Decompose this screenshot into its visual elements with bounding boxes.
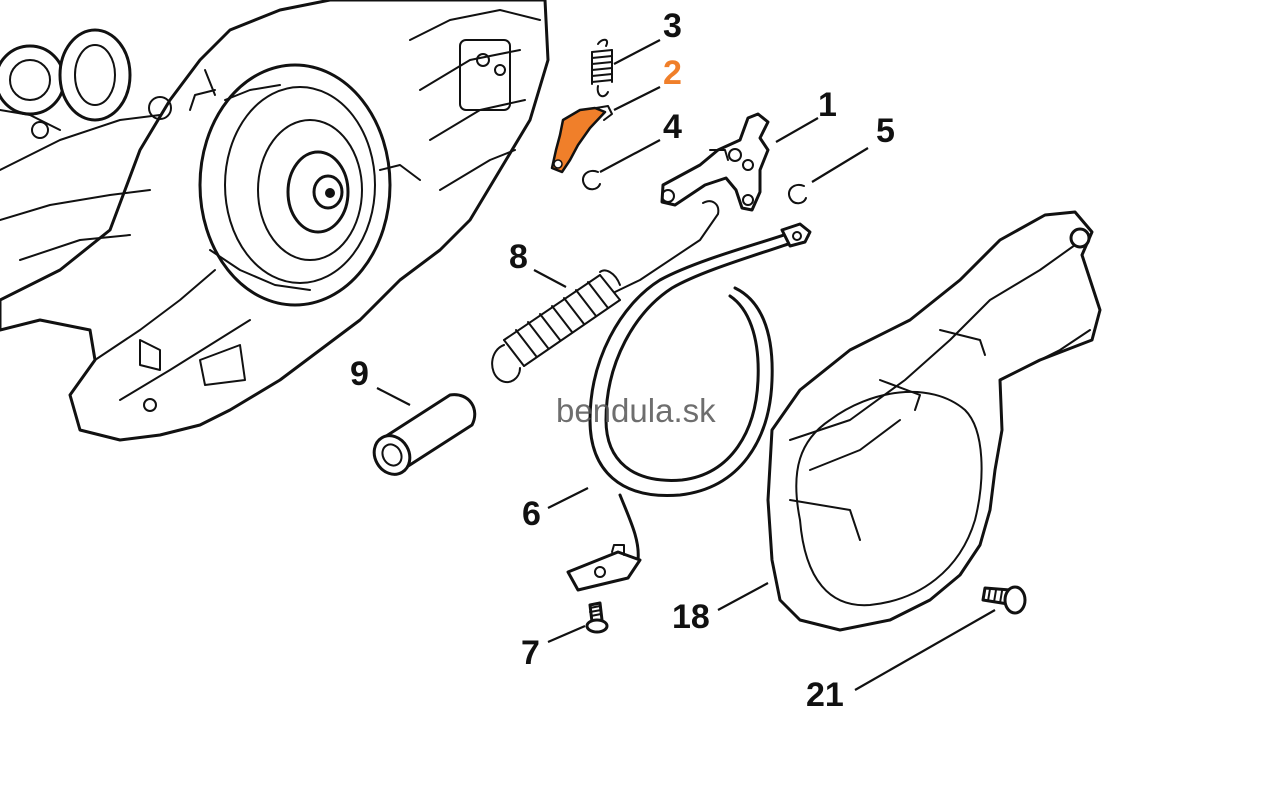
- leader-18: [717, 582, 769, 611]
- leader-2: [613, 86, 661, 111]
- part-1-brake-lever: [660, 112, 770, 212]
- part-21-bolt: [981, 585, 1027, 615]
- part-4-circlip: [582, 170, 601, 191]
- leader-9: [376, 387, 411, 406]
- part-2-lever: [550, 105, 613, 174]
- callout-7[interactable]: 7: [521, 634, 540, 672]
- leader-3: [613, 39, 661, 65]
- part-9-sleeve: [372, 393, 477, 476]
- callout-5[interactable]: 5: [876, 112, 895, 150]
- callout-9[interactable]: 9: [350, 355, 369, 393]
- leader-21: [854, 609, 996, 691]
- part-6-brake-band: [566, 222, 812, 592]
- callout-2[interactable]: 2: [663, 54, 682, 92]
- part-5-circlip: [788, 184, 807, 205]
- part-8-brake-spring: [491, 200, 720, 384]
- leader-7: [547, 624, 586, 644]
- leader-6: [547, 487, 589, 509]
- engine-housing: [0, 0, 550, 442]
- callout-8[interactable]: 8: [509, 238, 528, 276]
- part-7-screw: [585, 601, 609, 634]
- callout-4[interactable]: 4: [663, 108, 682, 146]
- leader-1: [775, 117, 819, 143]
- leader-8: [533, 269, 567, 288]
- leader-4: [599, 139, 661, 173]
- leader-lines: [376, 39, 996, 691]
- callout-21[interactable]: 21: [806, 676, 844, 714]
- callout-18[interactable]: 18: [672, 598, 710, 636]
- part-3-spring: [591, 38, 613, 98]
- callout-3[interactable]: 3: [663, 7, 682, 45]
- leader-5: [811, 147, 869, 183]
- callout-1[interactable]: 1: [818, 86, 837, 124]
- callout-6[interactable]: 6: [522, 495, 541, 533]
- watermark: bendula.sk: [556, 392, 716, 429]
- part-18-sprocket-cover: [766, 210, 1102, 632]
